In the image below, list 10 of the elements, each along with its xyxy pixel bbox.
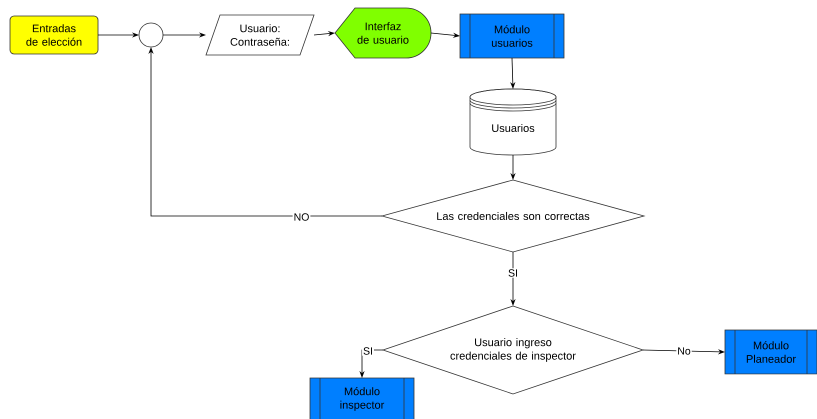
edge-label: No xyxy=(676,346,692,356)
input-box: Entradas de elección xyxy=(10,16,98,54)
process-box: Módulo inspector xyxy=(310,378,414,419)
edge-label: NO xyxy=(292,212,310,222)
junction-circle xyxy=(138,22,164,48)
database-cylinder: Usuarios xyxy=(470,88,556,156)
edge-label: SI xyxy=(507,268,519,278)
process-box: Módulo usuarios xyxy=(460,14,564,58)
process-box: Módulo Planeador xyxy=(724,330,817,374)
edge-label: SI xyxy=(362,346,374,356)
